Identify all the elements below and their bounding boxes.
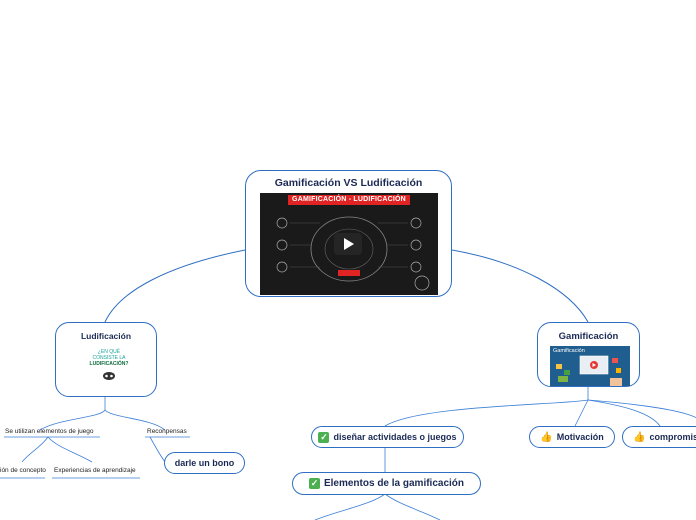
gamificacion-artwork: [556, 355, 622, 386]
motivacion-node[interactable]: 👍 Motivación: [529, 426, 615, 448]
thumbs-up-icon: 👍: [540, 431, 553, 443]
compromiso-label: compromiso: [649, 432, 696, 442]
elementos-de-juego-label[interactable]: Se utilizan elementos de juego: [5, 428, 94, 435]
recompensas-label[interactable]: Reconpensas: [147, 428, 187, 435]
gamepad-icon: [103, 372, 115, 380]
ludificacion-image-text-2: CONSISTE LA: [92, 355, 126, 361]
video-thumbnail[interactable]: GAMIFICACIÓN - LUDIFICACIÓN: [260, 193, 438, 295]
thumbs-up-icon: 👍: [633, 431, 646, 443]
experiencias-label[interactable]: Experiencias de aprendizaje: [54, 467, 136, 474]
concepto-label[interactable]: ión de concepto: [0, 467, 46, 474]
check-icon: ✓: [308, 478, 320, 489]
gamificacion-title: Gamificación: [558, 331, 619, 342]
elementos-gamificacion-node[interactable]: ✓ Elementos de la gamificación: [292, 472, 481, 495]
darle-un-bono-node[interactable]: darle un bono: [164, 452, 245, 474]
check-icon: ✓: [318, 431, 330, 443]
disenar-actividades-node[interactable]: ✓ diseñar actividades o juegos: [311, 426, 464, 448]
disenar-actividades-label: diseñar actividades o juegos: [333, 432, 457, 442]
play-icon[interactable]: [334, 233, 362, 255]
ludificacion-title: Ludificación: [80, 331, 132, 341]
elementos-gamificacion-label: Elementos de la gamificación: [323, 478, 465, 489]
central-topic-title: Gamificación VS Ludificación: [274, 177, 423, 189]
ludificacion-image-text-1: ¿EN QUÉ: [97, 349, 121, 355]
motivacion-label: Motivación: [556, 432, 604, 442]
ludificacion-node[interactable]: Ludificación ¿EN QUÉ CONSISTE LA LUDIFIC…: [55, 322, 157, 397]
video-artwork: [276, 216, 430, 291]
video-banner: GAMIFICACIÓN - LUDIFICACIÓN: [288, 195, 410, 205]
gamificacion-image-caption: Gamificación: [553, 348, 585, 354]
compromiso-node[interactable]: 👍 compromiso: [622, 426, 696, 448]
central-topic-node[interactable]: Gamificación VS Ludificación GAMIFICACIÓ…: [245, 170, 452, 297]
ludificacion-image: ¿EN QUÉ CONSISTE LA LUDIFICACIÓN?: [84, 349, 134, 389]
ludificacion-image-text-3: LUDIFICACIÓN?: [89, 361, 129, 367]
gamificacion-node[interactable]: Gamificación Gamificación: [537, 322, 640, 387]
gamificacion-image: Gamificación: [550, 346, 630, 386]
